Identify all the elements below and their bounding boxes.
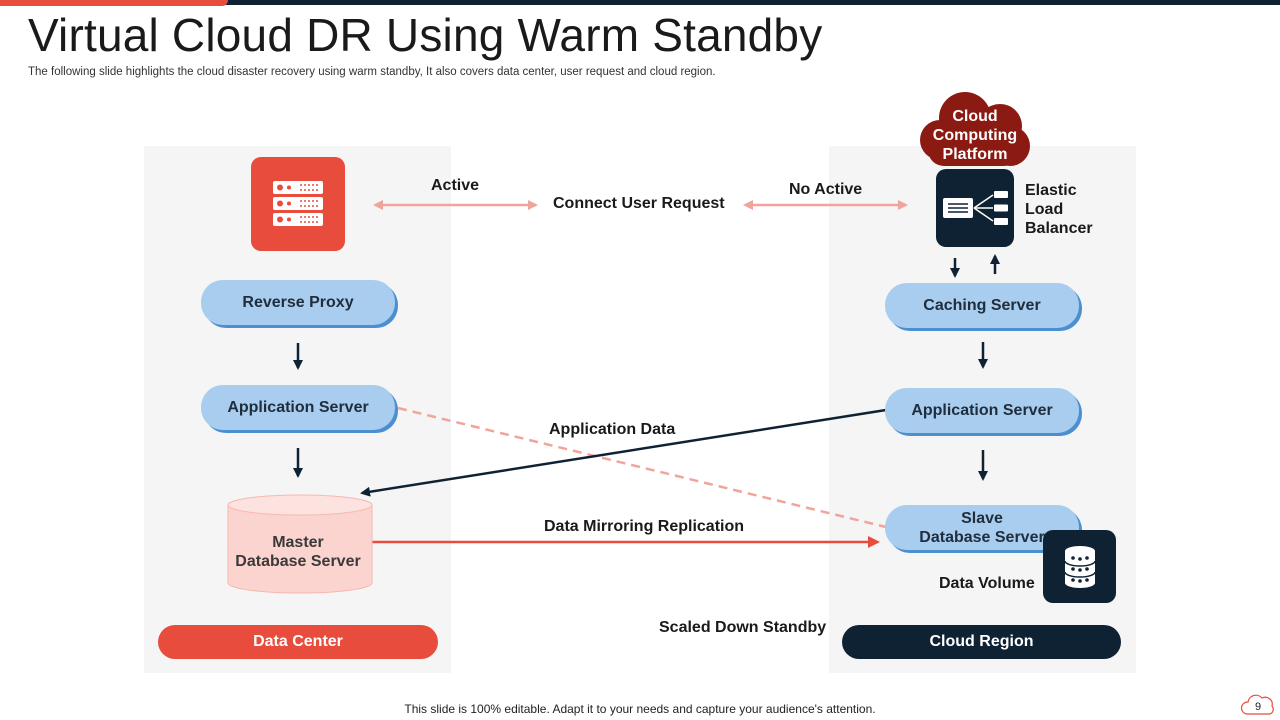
no-active-label: No Active	[789, 181, 863, 198]
server-rack-icon	[251, 157, 345, 251]
slide-subtitle: The following slide highlights the cloud…	[28, 66, 716, 78]
cloud-line2: Computing	[932, 127, 1018, 144]
footer-note: This slide is 100% editable. Adapt it to…	[404, 702, 876, 716]
master-db-line2: Database Server	[235, 553, 361, 570]
slave-db-line1: Slave	[961, 509, 1003, 527]
active-label: Active	[431, 177, 480, 194]
app-data-arrow	[360, 408, 887, 497]
cloud-line3: Platform	[942, 146, 1008, 163]
elastic-load-balancer-label: Elastic Load Balancer	[1025, 181, 1093, 238]
page-number: 9	[1254, 701, 1262, 713]
top-bar-accent	[0, 0, 228, 6]
load-balancer-icon	[936, 169, 1014, 247]
cloud-region-button: Cloud Region	[842, 625, 1121, 659]
master-database-cylinder	[227, 494, 373, 594]
elb-line2: Load	[1025, 201, 1064, 218]
caching-server-node: Caching Server	[885, 283, 1079, 328]
cloud-platform-label: Cloud Computing Platform	[920, 107, 1030, 164]
data-mirroring-label: Data Mirroring Replication	[544, 518, 745, 535]
connect-user-request-label: Connect User Request	[553, 195, 725, 212]
left-application-server-node: Application Server	[201, 385, 395, 430]
elb-line1: Elastic	[1025, 182, 1077, 199]
right-application-server-node: Application Server	[885, 388, 1079, 433]
data-volume-label: Data Volume	[939, 575, 1035, 592]
master-db-line1: Master	[272, 534, 324, 551]
elb-line3: Balancer	[1025, 220, 1093, 237]
top-bar	[0, 0, 1280, 5]
data-center-button: Data Center	[158, 625, 438, 659]
app-data-dashed-line	[397, 406, 887, 529]
cloud-icon	[920, 92, 1030, 166]
reverse-proxy-node: Reverse Proxy	[201, 280, 395, 325]
cloud-line1: Cloud	[952, 108, 998, 125]
master-database-label: Master Database Server	[228, 533, 368, 571]
database-icon	[1043, 530, 1116, 603]
slave-db-line2: Database Server	[919, 528, 1045, 546]
slide-title: Virtual Cloud DR Using Warm Standby	[28, 9, 823, 61]
scaled-down-standby-label: Scaled Down Standby	[659, 619, 827, 636]
application-data-label: Application Data	[549, 421, 676, 438]
